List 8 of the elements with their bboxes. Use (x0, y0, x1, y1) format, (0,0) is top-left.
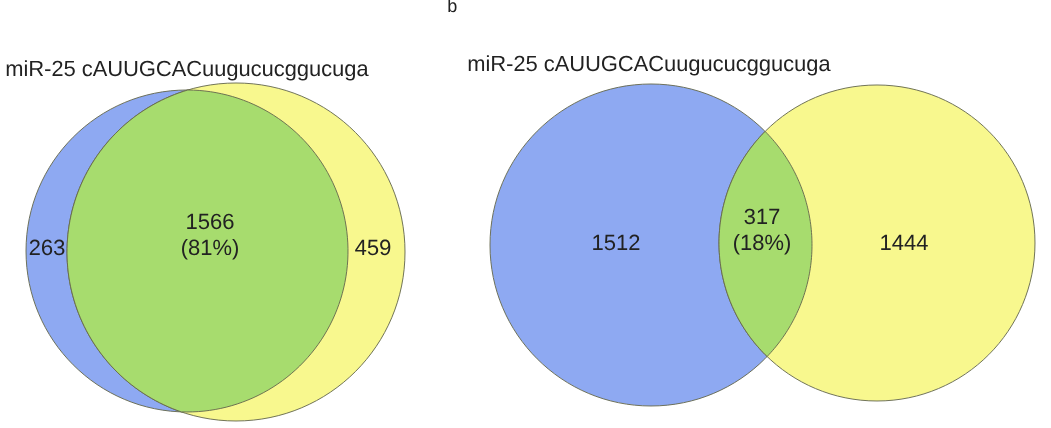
count-label: 1444 (881, 234, 928, 250)
count-label: 459 (355, 239, 391, 256)
count-label: 263 (29, 239, 65, 256)
count-label: 1512 (593, 234, 640, 251)
sequence-title: miR-25 cAUUGCACuugucucggucuga (468, 55, 831, 76)
count-label: 1566 (81%) (182, 213, 238, 260)
count-label: 317 (18%) (734, 208, 790, 255)
sequence-title: miR-25 cAUUGCACuugucucggucuga (6, 60, 369, 81)
